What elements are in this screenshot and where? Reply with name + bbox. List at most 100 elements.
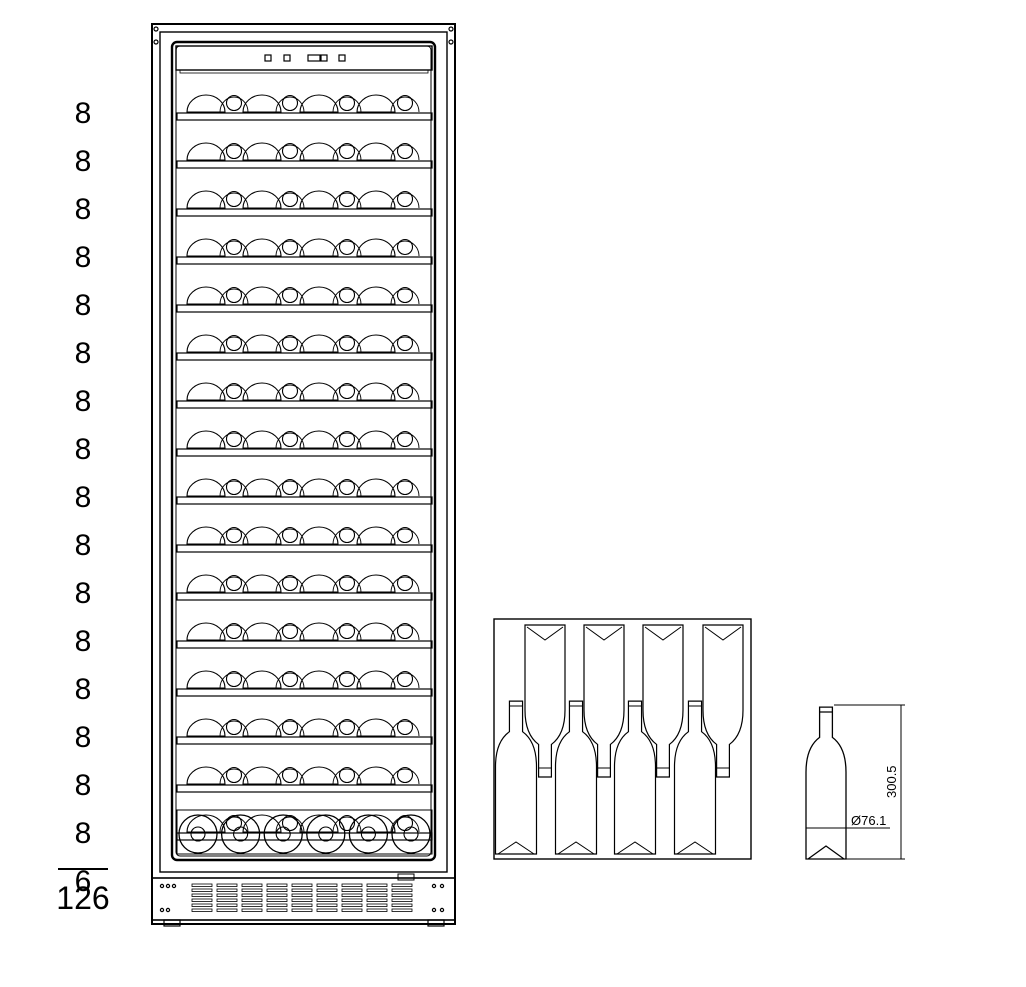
bottle-shoulder (275, 192, 305, 209)
bottle-dimension-view: 300.5 Ø76.1 (805, 704, 905, 860)
vent-slot (191, 903, 213, 907)
bottle-shoulder (275, 624, 305, 641)
bottle-neck (225, 286, 243, 304)
bottom-bottle-punt (403, 826, 419, 842)
shelf-count-16: 8 (74, 817, 92, 850)
bottle-base (242, 286, 282, 305)
bottle-shoulder (332, 288, 362, 305)
bottle-neck (225, 382, 243, 400)
bottle-punt-mark (526, 626, 564, 641)
bottle-neck (281, 430, 299, 448)
bottle-shoulder (219, 432, 249, 449)
bottle-shoulder (390, 720, 420, 737)
bottle-shoulder (219, 816, 249, 833)
bottle-base (242, 670, 282, 689)
vent-slot (291, 898, 313, 902)
bottle-base (186, 526, 226, 545)
bottle-base (186, 238, 226, 257)
bottle-neck (338, 142, 356, 160)
bottle-neck (281, 670, 299, 688)
bottle-base (299, 430, 339, 449)
vent-slot (366, 903, 388, 907)
bottle-shoulder (275, 384, 305, 401)
bottle-neck (225, 334, 243, 352)
panel-button-2 (283, 54, 291, 62)
bottle-neck (225, 430, 243, 448)
panel-button-1 (264, 54, 272, 62)
bottle-shoulder (275, 144, 305, 161)
bottle-base (186, 142, 226, 161)
bottle-shoulder (390, 96, 420, 113)
bottle-shoulder (219, 192, 249, 209)
shelf-rail (176, 496, 433, 505)
bottom-shelf-frame (176, 809, 433, 855)
bottom-bottle (220, 814, 261, 854)
vent-slot (291, 908, 313, 912)
bottle-shoulder (219, 96, 249, 113)
vent-slot (266, 898, 288, 902)
bottle-shoulder (219, 720, 249, 737)
vent-slot (266, 888, 288, 892)
bottle-shoulder (390, 432, 420, 449)
vent-slot (216, 898, 238, 902)
bottle-base (299, 286, 339, 305)
vent-slot (241, 888, 263, 892)
panel-button-3 (307, 54, 321, 62)
bottle-base (299, 526, 339, 545)
vent-slot (291, 893, 313, 897)
vent-slot (241, 893, 263, 897)
bottle-base (356, 286, 396, 305)
vent-slot (266, 883, 288, 887)
bottle-base (356, 526, 396, 545)
bottle-base (186, 718, 226, 737)
vent-slot (391, 898, 413, 902)
bottle-neck (281, 334, 299, 352)
bottle-neck (281, 526, 299, 544)
bottle-neck (225, 478, 243, 496)
shelf-count-17: 6 (74, 865, 92, 898)
bottle-base (356, 238, 396, 257)
control-panel (175, 45, 433, 74)
shelf-rail (176, 112, 433, 121)
bottle-base (186, 622, 226, 641)
bottle-base (242, 478, 282, 497)
bottle-shoulder (390, 288, 420, 305)
bottle-shoulder (219, 336, 249, 353)
shelf-count-3: 8 (74, 193, 92, 226)
bottle-neck (225, 238, 243, 256)
bottle-base (242, 574, 282, 593)
bottle-base (356, 670, 396, 689)
bottle-base (186, 94, 226, 113)
bottle-shoulder (332, 240, 362, 257)
bottle-base (356, 622, 396, 641)
bottle-neck (281, 238, 299, 256)
shelf-8 (176, 430, 433, 457)
bottle-neck (281, 478, 299, 496)
bottle-neck (338, 382, 356, 400)
shelf-count-15: 8 (74, 769, 92, 802)
bottle-neck (396, 334, 414, 352)
vent-slot (241, 908, 263, 912)
shelf-9 (176, 478, 433, 505)
shelf-rail (176, 448, 433, 457)
bottle-neck (396, 718, 414, 736)
bottle-shoulder (219, 768, 249, 785)
shelf-14 (176, 718, 433, 745)
vent-slot (191, 893, 213, 897)
bottle-shoulder (390, 768, 420, 785)
vent-slot (366, 908, 388, 912)
bottle-neck (338, 478, 356, 496)
bottle-punt-mark (616, 841, 654, 855)
bottle-base (356, 430, 396, 449)
vent-slot (216, 883, 238, 887)
bottle-base (299, 670, 339, 689)
shelf-rail (176, 400, 433, 409)
shelf-rail (176, 352, 433, 361)
bottle-shoulder (390, 384, 420, 401)
vent-slot (316, 883, 338, 887)
bottle-shoulder (275, 96, 305, 113)
bottle-neck (281, 190, 299, 208)
bottle-neck (281, 94, 299, 112)
bottle-neck (281, 718, 299, 736)
bottle-base (299, 190, 339, 209)
